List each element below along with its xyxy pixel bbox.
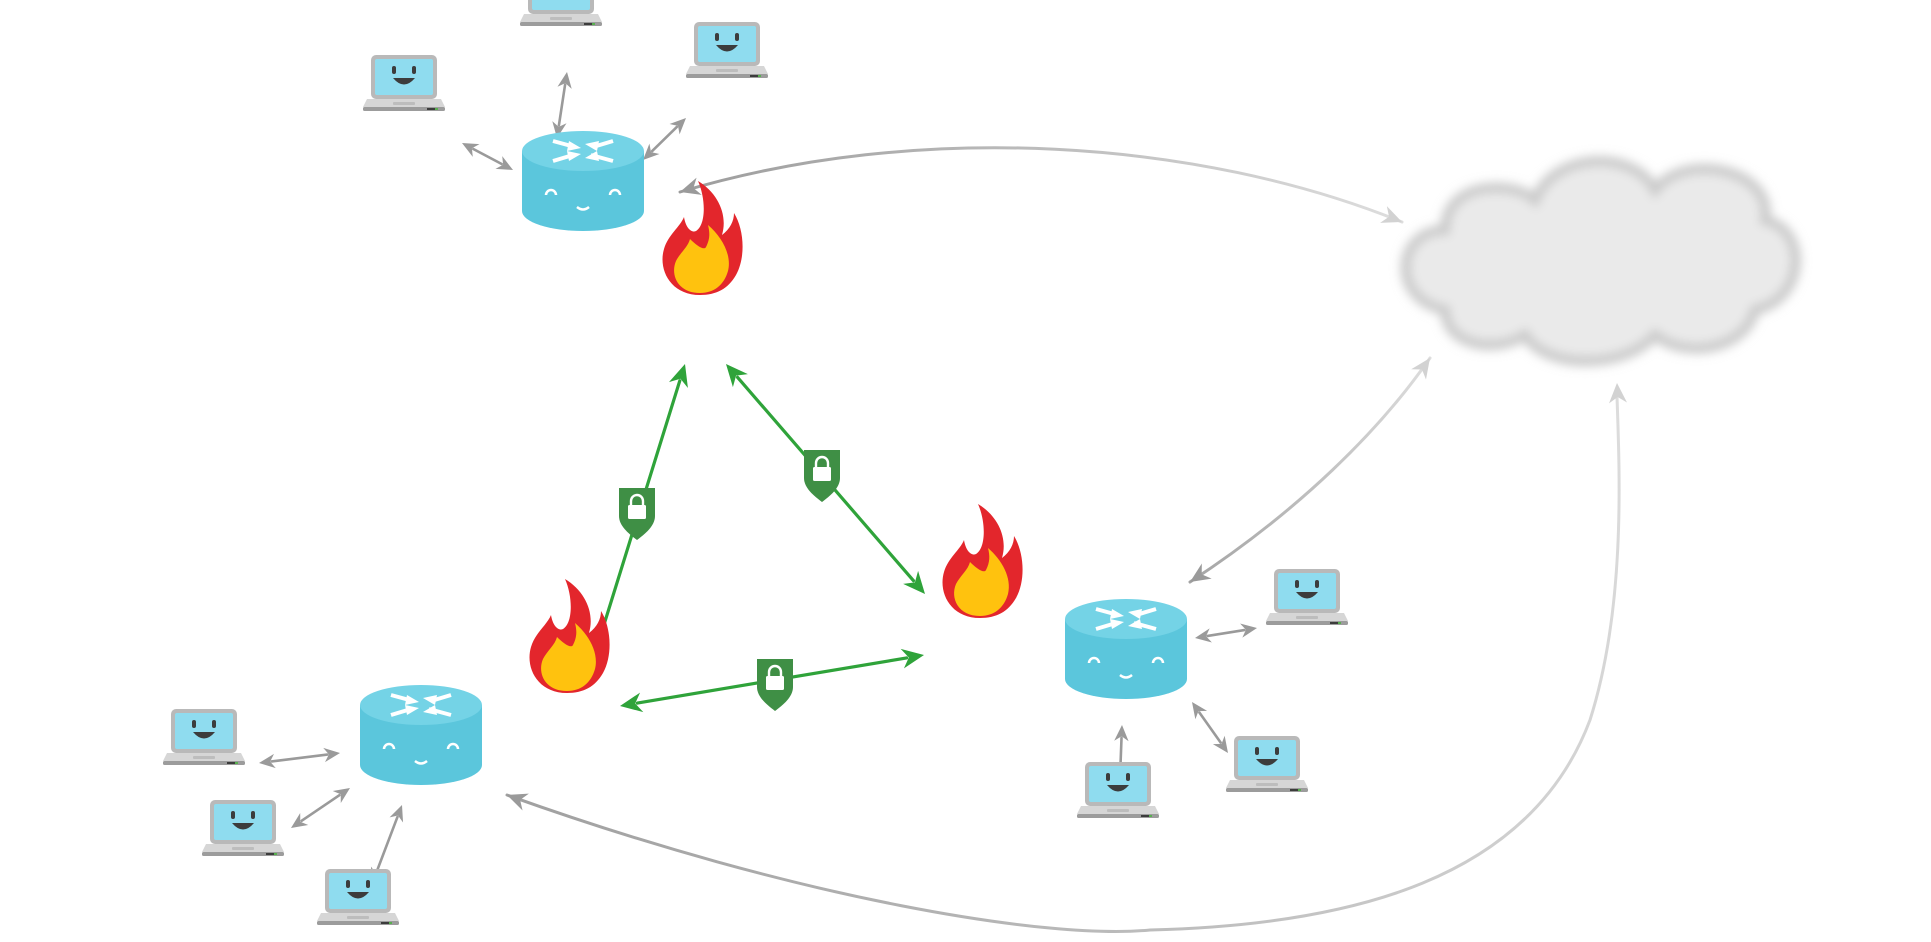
arrow-head (1190, 563, 1212, 582)
lock-icon (813, 467, 831, 481)
arrow-head (332, 788, 350, 803)
laptop-left-3-smiling-laptop-icon (317, 869, 399, 925)
router-arrows-icon (1095, 607, 1157, 631)
arrow-head (1192, 702, 1208, 720)
laptop-right-1-smiling-laptop-icon (1266, 569, 1348, 625)
arrow-head (1114, 725, 1129, 742)
tunnel-firewall-top-to-firewall-bottom-left-shield-lock-icon (619, 488, 655, 540)
arrow-head (680, 177, 702, 195)
arrow-head (1411, 358, 1430, 380)
router-arrows-icon (390, 693, 452, 717)
firewall-top-flame-firewall-icon (662, 181, 743, 295)
link-router-right-to-laptop-right-2 (1192, 702, 1228, 753)
arrow-head (323, 747, 340, 763)
laptop-right-2-smiling-laptop-icon (1226, 736, 1308, 792)
arrow-head (1195, 628, 1212, 643)
tunnel-firewall-bottom-left-to-firewall-right-shield-lock-icon (757, 659, 793, 711)
arrow-head (389, 805, 404, 823)
link-router-bottom-left-to-laptop-left-1 (259, 747, 340, 769)
link-router-top-to-laptop-top-1 (552, 72, 572, 138)
arrow-head (259, 753, 276, 769)
arrow-head (900, 648, 924, 669)
arrow-head (495, 156, 513, 170)
arrow-head (669, 364, 688, 388)
arrow-head (1380, 206, 1402, 223)
tunnel-firewall-top-to-firewall-right-shield-lock-icon (804, 450, 840, 502)
arrow-head (462, 143, 480, 157)
router-right-smiling-router-icon (1065, 599, 1187, 699)
laptop-right-3-smiling-laptop-icon (1077, 762, 1159, 818)
link-router-top-to-internet-cloud (678, 146, 1404, 224)
internet-cloud-cloud-icon (1400, 156, 1801, 367)
laptop-top-1-smiling-laptop-icon (520, 0, 602, 26)
link-router-top-to-laptop-top-3 (643, 118, 686, 160)
router-arrows-icon (552, 139, 614, 163)
arrow-head (669, 118, 686, 135)
link-router-right-to-internet-cloud (1188, 356, 1432, 584)
arrow-head (291, 813, 309, 828)
router-top-smiling-router-icon (522, 131, 644, 231)
arrow-head (903, 570, 925, 594)
arrow-head (557, 72, 572, 89)
laptop-top-2-smiling-laptop-icon (363, 55, 445, 111)
laptop-top-3-smiling-laptop-icon (686, 22, 768, 78)
arrow-head (1212, 735, 1228, 753)
arrow-head (1240, 623, 1257, 638)
lock-icon (628, 505, 646, 519)
arrow-head (1609, 383, 1627, 404)
arrow-head (643, 143, 660, 160)
arrow-head (726, 364, 748, 388)
arrow-head (620, 692, 644, 713)
laptop-left-2-smiling-laptop-icon (202, 800, 284, 856)
lock-icon (766, 676, 784, 690)
laptop-left-1-smiling-laptop-icon (163, 709, 245, 765)
arrow-head (507, 793, 529, 811)
link-router-bottom-left-to-internet-cloud (505, 383, 1627, 933)
link-router-right-to-laptop-right-1 (1195, 623, 1257, 643)
router-bottom-left-smiling-router-icon (360, 685, 482, 785)
link-router-bottom-left-to-laptop-left-2 (291, 788, 350, 828)
link-router-top-to-laptop-top-2 (462, 143, 513, 170)
firewall-bottom-left-flame-firewall-icon (529, 579, 610, 693)
firewall-right-flame-firewall-icon (942, 504, 1023, 618)
